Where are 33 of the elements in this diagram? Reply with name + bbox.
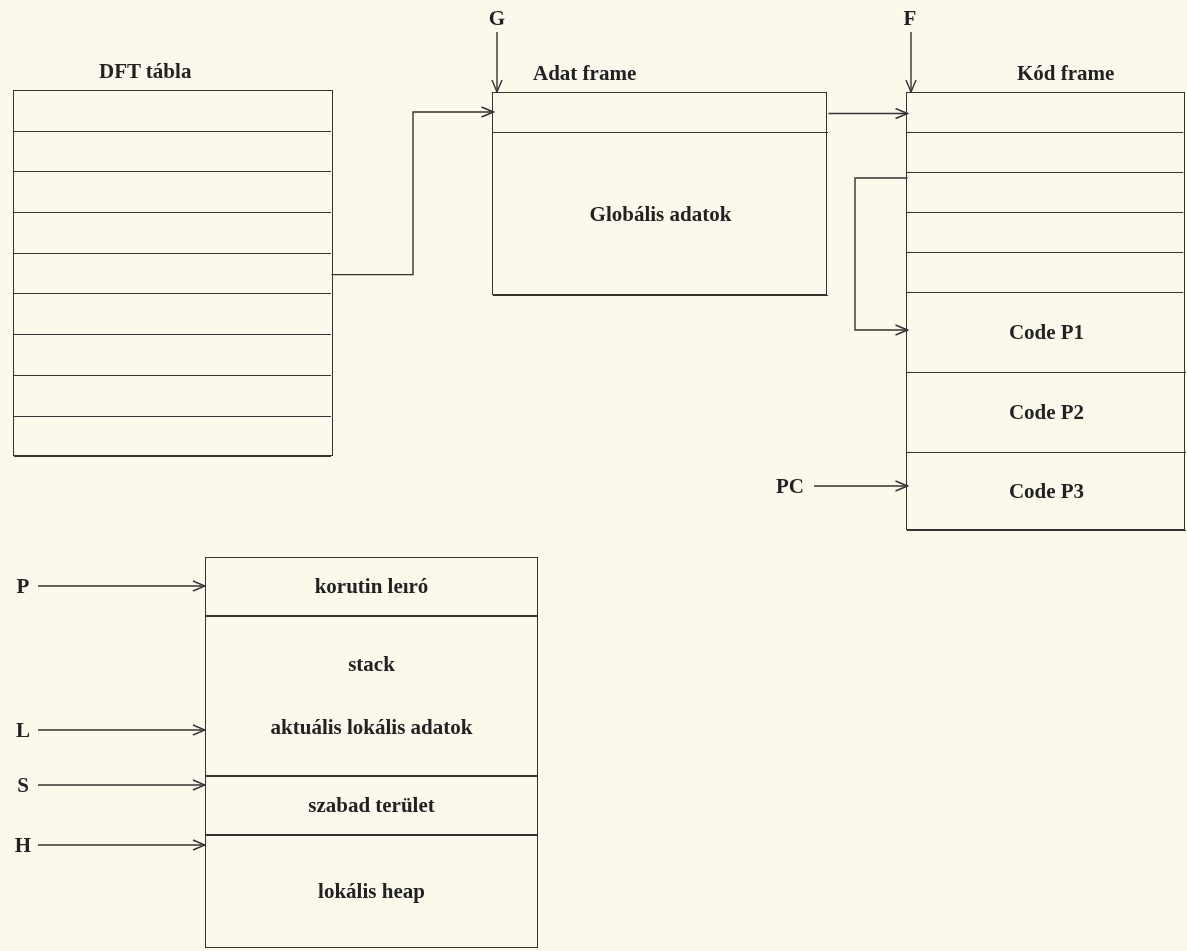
arrow bbox=[491, 31, 503, 93]
memory-section bbox=[205, 776, 538, 835]
arrow bbox=[37, 724, 206, 736]
memory-section bbox=[205, 835, 538, 948]
pointer-label: P bbox=[8, 572, 38, 600]
section-label: Code P3 bbox=[1008, 479, 1085, 504]
arrow bbox=[854, 177, 909, 336]
memory-section bbox=[205, 616, 538, 776]
memory-section bbox=[205, 557, 538, 616]
section-label: Code P1 bbox=[1008, 320, 1085, 345]
pointer-label: G bbox=[484, 4, 510, 32]
arrow bbox=[37, 580, 206, 592]
section-label: stack bbox=[348, 652, 395, 677]
table-heading: Adat frame bbox=[533, 61, 637, 86]
table-heading: Kód frame bbox=[1017, 61, 1115, 86]
arrow bbox=[330, 106, 495, 276]
arrow bbox=[827, 107, 909, 120]
pointer-label: H bbox=[8, 831, 38, 859]
arrow bbox=[905, 31, 917, 93]
section-label: szabad terület bbox=[308, 793, 435, 818]
section-label: Globális adatok bbox=[589, 201, 732, 227]
arrow bbox=[37, 839, 206, 851]
section-label: korutin leıró bbox=[314, 574, 429, 599]
section-label: Code P2 bbox=[1008, 400, 1085, 425]
arrow bbox=[37, 779, 206, 791]
pointer-label: S bbox=[8, 771, 38, 799]
section-label: aktuális lokális adatok bbox=[270, 715, 473, 740]
pointer-label: F bbox=[898, 4, 922, 32]
pointer-label: PC bbox=[766, 472, 814, 500]
table-heading: DFT tábla bbox=[99, 59, 192, 84]
section-label: lokális heap bbox=[318, 879, 425, 904]
arrow bbox=[813, 480, 909, 492]
pointer-label: L bbox=[8, 716, 38, 744]
